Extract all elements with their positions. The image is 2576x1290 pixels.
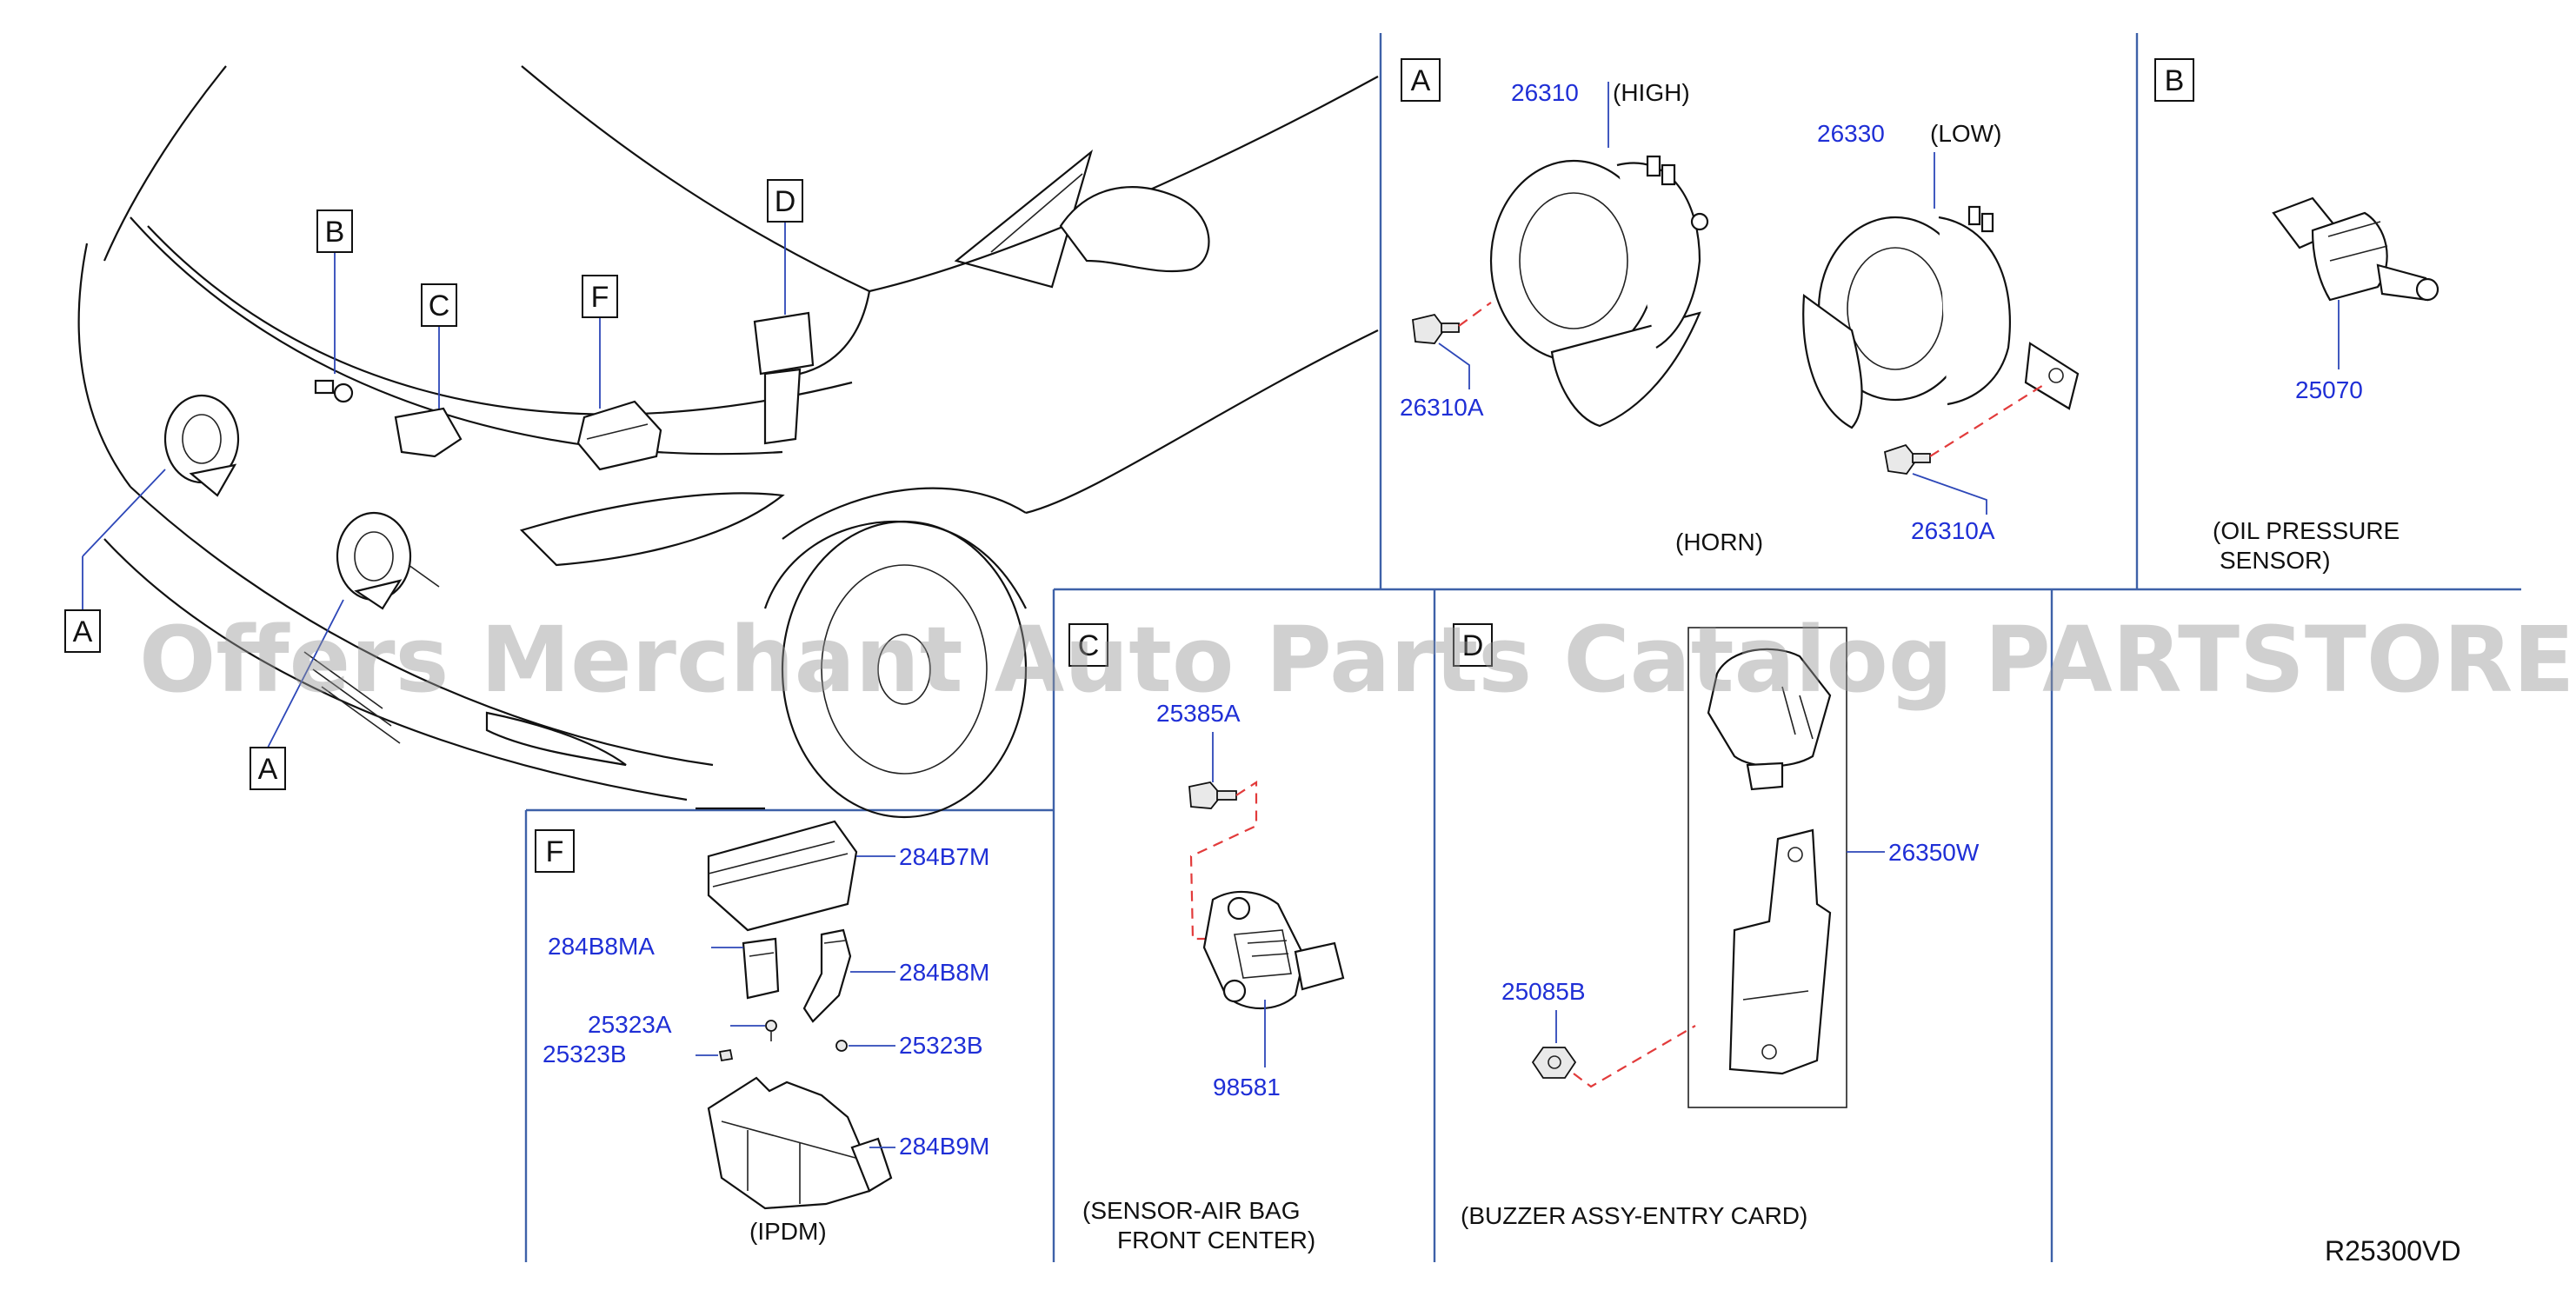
part-98581: 98581 [1213,1074,1281,1100]
horn-high-icon [1489,155,1709,428]
part-26310: 26310 [1511,79,1579,106]
overview-oil-sensor-icon [314,379,354,403]
part-26310a-right: 26310A [1911,517,1995,544]
part-284b7m: 284B7M [899,843,989,870]
part-25085b: 25085B [1501,978,1586,1005]
section-b-caption-line2: SENSOR) [2220,547,2331,574]
section-b-letter: B [2165,64,2185,97]
section-f-caption: (IPDM) [749,1218,827,1245]
diagram-code: R25300VD [2325,1235,2461,1267]
part-26350w: 26350W [1888,839,1980,866]
horn-low-tag: (LOW) [1930,120,2001,147]
oil-pressure-sensor-icon [2272,196,2440,302]
callout-a-overview-left: A [73,615,93,648]
bolt-25385a-icon [1188,781,1237,809]
section-d-caption: (BUZZER ASSY-ENTRY CARD) [1461,1202,1807,1229]
section-b-oil-sensor: B 25070 (OIL PRESSURE SENSOR) [2154,58,2440,574]
part-25323a: 25323A [588,1011,672,1038]
part-26330: 26330 [1817,120,1885,147]
bracket-284b8m-icon [802,928,852,1023]
section-b-caption-line1: (OIL PRESSURE [2213,517,2400,544]
part-25070: 25070 [2295,376,2363,403]
vehicle-overview: B C F D A A [64,65,1379,819]
part-284b8ma: 284B8MA [548,933,655,960]
section-a-horn: A 26310 (HIGH) 26310A [1400,58,2080,555]
overview-ipdm-icon [576,400,662,471]
callout-d-overview: D [775,185,796,218]
panel-dividers [524,33,2521,1262]
section-a-caption: (HORN) [1675,529,1763,555]
callout-f-overview: F [591,281,609,314]
airbag-sensor-icon [1202,890,1345,1010]
part-284b9m: 284B9M [899,1133,989,1160]
bolt-26310a-high-icon [1412,313,1460,344]
overview-buzzer-icon [753,311,815,445]
part-25385a: 25385A [1156,700,1241,727]
part-26310a-left: 26310A [1400,394,1484,421]
bolt-26310a-low-icon [1883,443,1931,475]
buzzer-assy-bracket-frame [1687,627,1847,1108]
part-25323b-right: 25323B [899,1032,983,1059]
nut-25085b-icon [1531,1047,1577,1079]
section-d-letter: D [1462,629,1484,662]
overview-horn-right-icon [336,511,440,610]
section-c-airbag-sensor: C 25385A 98581 (SENSOR-AIR BAG FRONT CEN… [1068,623,1345,1253]
overview-horn-left-icon [163,394,240,497]
overview-airbag-sensor-icon [394,407,463,458]
callout-a-overview-bottom: A [258,753,278,786]
callout-c-overview: C [429,289,450,322]
buzzer-bracket-icon [1728,828,1832,1075]
section-a-letter: A [1411,64,1431,97]
section-c-letter: C [1078,629,1100,662]
watermark: Offers Merchant Auto Parts Catalog PARTS… [139,607,2576,713]
bracket-284b8ma-icon [742,937,780,1000]
ipdm-cover-icon [707,820,858,932]
section-f-letter: F [546,835,564,868]
screw-25323a-icon [765,1020,777,1041]
section-c-caption-line2: FRONT CENTER) [1117,1227,1315,1253]
section-f-ipdm: F 284B7M 284B8MA 284B8M 25323A [535,820,989,1245]
buzzer-unit-icon [1707,648,1832,791]
section-d-buzzer: D 26350W 25085B (BUZZER ASSY-ENTRY CARD) [1453,623,1980,1229]
clip-25323b-left-icon [718,1048,734,1062]
part-25323b-left: 25323B [542,1041,627,1067]
ipdm-base-icon [707,1076,893,1210]
clip-25323b-right-icon [835,1040,848,1052]
section-c-caption-line1: (SENSOR-AIR BAG [1082,1197,1300,1224]
callout-b-overview: B [325,216,345,249]
part-284b8m: 284B8M [899,959,989,986]
horn-high-tag: (HIGH) [1613,79,1690,106]
horn-low-icon [1802,205,2080,429]
